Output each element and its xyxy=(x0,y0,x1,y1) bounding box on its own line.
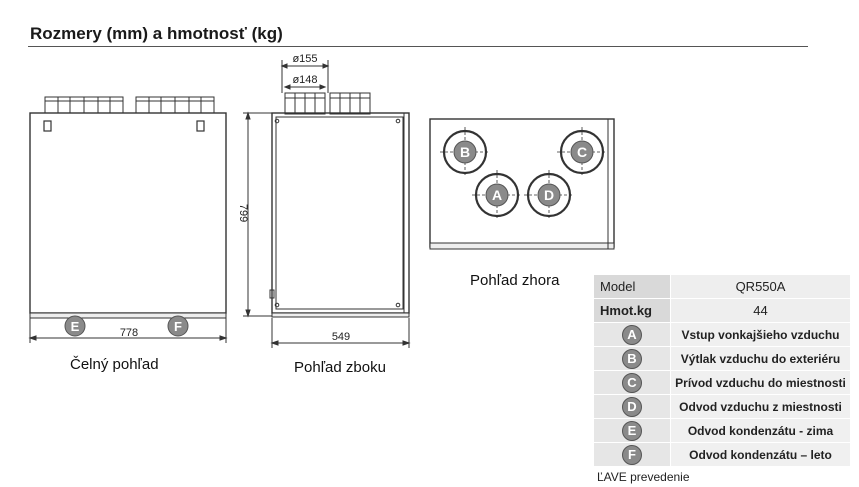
weight-label: Hmot.kg xyxy=(593,298,671,323)
svg-text:C: C xyxy=(577,144,587,160)
front-body xyxy=(29,112,227,314)
front-view xyxy=(28,96,228,343)
legend-text: Odvod kondenzátu - zima xyxy=(670,418,851,443)
variant-note: ĽAVE prevedenie xyxy=(597,470,690,484)
svg-text:A: A xyxy=(492,187,502,203)
page-title: Rozmery (mm) a hmotnosť (kg) xyxy=(30,24,283,43)
side-view-caption: Pohľad zboku xyxy=(294,359,386,376)
marker-d: D xyxy=(537,183,561,207)
table-row: Hmot.kg 44 xyxy=(593,298,851,323)
svg-text:E: E xyxy=(71,319,80,334)
front-view-caption: Čelný pohľad xyxy=(70,356,159,373)
table-row: E Odvod kondenzátu - zima xyxy=(593,418,851,443)
side-view xyxy=(243,60,411,348)
marker-a: A xyxy=(485,183,509,207)
marker-f: F xyxy=(167,315,189,337)
side-height-label: 799 xyxy=(237,204,249,222)
weight-value: 44 xyxy=(670,298,851,323)
legend-badge-f: F xyxy=(622,444,642,465)
legend-text: Odvod vzduchu z miestnosti xyxy=(670,394,851,419)
legend-badge-e: E xyxy=(622,420,642,441)
table-row: A Vstup vonkajšieho vzduchu xyxy=(593,322,851,347)
table-row: D Odvod vzduchu z miestnosti xyxy=(593,394,851,419)
duct-inner-diameter-label: ø148 xyxy=(292,74,317,86)
front-width-label: 778 xyxy=(120,327,138,339)
legend-badge-b: B xyxy=(622,348,642,369)
legend-badge-a: A xyxy=(622,324,642,345)
side-width-label: 549 xyxy=(332,331,350,343)
spec-table: Model QR550A Hmot.kg 44 A Vstup vonkajši… xyxy=(593,274,851,467)
legend-text: Výtlak vzduchu do exteriéru xyxy=(670,346,851,371)
legend-badge-c: C xyxy=(622,372,642,393)
marker-b: B xyxy=(453,140,477,164)
marker-c: C xyxy=(570,140,594,164)
svg-text:D: D xyxy=(544,187,554,203)
legend-text: Odvod kondenzátu – leto xyxy=(670,442,851,467)
side-body xyxy=(271,112,410,314)
front-top-ducts xyxy=(44,96,215,114)
legend-text: Vstup vonkajšieho vzduchu xyxy=(670,322,851,347)
duct-outer-diameter-label: ø155 xyxy=(292,53,317,65)
marker-e: E xyxy=(64,315,86,337)
model-value: QR550A xyxy=(670,274,851,299)
legend-text: Prívod vzduchu do miestnosti xyxy=(670,370,851,395)
top-view xyxy=(429,118,615,250)
model-label: Model xyxy=(593,274,671,299)
top-body xyxy=(429,118,615,248)
table-row: B Výtlak vzduchu do exteriéru xyxy=(593,346,851,371)
table-row: F Odvod kondenzátu – leto xyxy=(593,442,851,467)
table-row: Model QR550A xyxy=(593,274,851,299)
legend-badge-d: D xyxy=(622,396,642,417)
table-row: C Prívod vzduchu do miestnosti xyxy=(593,370,851,395)
svg-text:F: F xyxy=(174,319,182,334)
title-underline xyxy=(28,46,808,47)
top-view-caption: Pohľad zhora xyxy=(470,272,560,289)
svg-text:B: B xyxy=(460,144,470,160)
